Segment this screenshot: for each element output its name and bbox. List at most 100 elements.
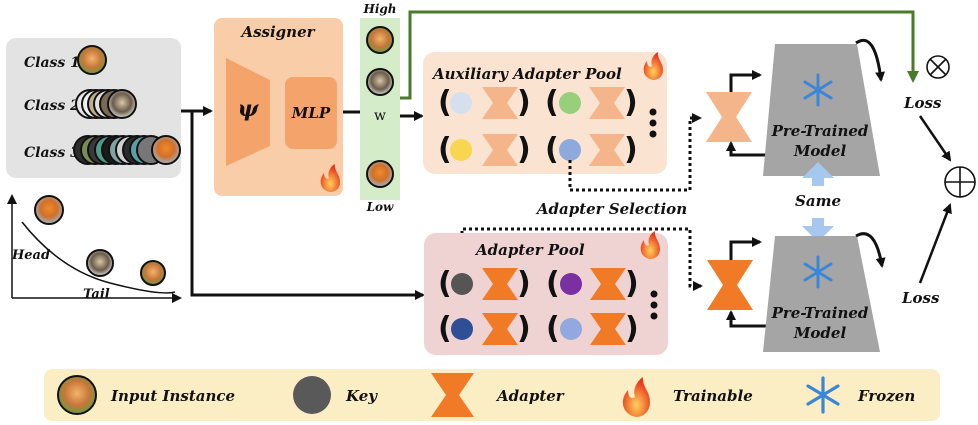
psi-encoder-shape xyxy=(226,58,270,166)
legend-frozen-snowflake-icon xyxy=(806,376,840,414)
pretrained-model-bottom xyxy=(763,236,880,352)
svg-text:): ) xyxy=(625,266,639,301)
svg-text:): ) xyxy=(517,132,531,167)
aux-pool-flame-icon xyxy=(643,52,663,80)
weight-low-instance-image xyxy=(366,160,394,188)
svg-text:(: ( xyxy=(438,132,452,167)
assigner-title: Assigner xyxy=(239,23,315,41)
class-3-label: Class 3 xyxy=(24,145,80,161)
pretrained-model-top xyxy=(763,44,880,176)
pretrained-bottom-line1: Pre-Trained xyxy=(771,304,869,322)
class-1-image xyxy=(77,45,107,75)
mlp-label: MLP xyxy=(291,104,331,122)
legend-adapter-label: Adapter xyxy=(495,387,565,405)
svg-text:): ) xyxy=(624,85,638,120)
adapter-pool-flame-icon xyxy=(640,231,660,259)
svg-text:(: ( xyxy=(438,311,452,346)
class-2-label: Class 2 xyxy=(24,98,80,114)
aux-pool-title: Auxiliary Adapter Pool xyxy=(431,65,622,83)
selected-pool-adapter xyxy=(707,260,753,310)
legend-frozen-label: Frozen xyxy=(857,387,915,405)
mlp-block xyxy=(285,77,337,149)
pool-adapter-entries: ( ) ( ) ( ) ( ) xyxy=(438,266,658,346)
aux-key-2 xyxy=(559,92,581,114)
plus-operator-icon xyxy=(944,166,976,198)
svg-text:): ) xyxy=(517,266,531,301)
class-2-images xyxy=(75,89,137,119)
long-tail-plot xyxy=(6,194,182,303)
model-to-pool-adapter-arrow xyxy=(726,310,778,328)
pool-key-4 xyxy=(560,318,582,340)
head-instance-image xyxy=(34,195,64,225)
loss-top-to-sum-arrow xyxy=(918,115,952,162)
tail-instance-image xyxy=(140,260,166,286)
model-top-to-loss-arrow xyxy=(855,38,886,82)
aux-key-3 xyxy=(450,139,472,161)
svg-text:(: ( xyxy=(545,85,559,120)
pretrained-top-line1: Pre-Trained xyxy=(771,122,869,140)
aux-adapter-4 xyxy=(589,134,625,166)
legend-input-instance-label: Input Instance xyxy=(110,387,235,405)
mid-instance-image xyxy=(86,249,114,277)
weight-low-label: Low xyxy=(366,200,394,214)
same-arrow-up xyxy=(802,162,834,186)
model-bottom-to-loss-arrow xyxy=(855,232,886,268)
pool-key-1 xyxy=(451,273,473,295)
class-1-label: Class 1 xyxy=(24,55,80,71)
weight-high-instance-image xyxy=(366,26,394,54)
weight-high-label: High xyxy=(362,2,396,16)
aux-key-1 xyxy=(450,92,472,114)
aux-adapter-entries: ( ) ( ) ( ) ( ) xyxy=(438,85,657,167)
aux-adapter-3 xyxy=(482,134,518,166)
aux-adapter-to-model-arrow xyxy=(729,70,762,92)
legend-trainable-label: Trainable xyxy=(673,387,753,405)
aux-key-4 xyxy=(559,139,581,161)
aux-adapter-2 xyxy=(589,87,625,119)
pool-adapter-1 xyxy=(482,268,518,300)
class-to-adapter-pool-arrow xyxy=(190,111,425,300)
svg-text:): ) xyxy=(625,311,639,346)
pool-adapter-2 xyxy=(590,268,626,300)
pool-key-3 xyxy=(451,318,473,340)
pretrained-bottom-line2: Model xyxy=(793,324,847,342)
tail-label: Tail xyxy=(83,287,110,302)
aux-selection-dotted-arrow xyxy=(568,113,702,192)
pretrained-top-line2: Model xyxy=(793,142,847,160)
svg-text:(: ( xyxy=(545,132,559,167)
pool-adapter-to-model-arrow xyxy=(729,237,762,260)
loss-top-label: Loss xyxy=(903,94,942,112)
svg-text:(: ( xyxy=(546,311,560,346)
loss-bottom-label: Loss xyxy=(901,289,940,307)
legend-trainable-flame-icon xyxy=(622,377,650,417)
adapter-selection-label: Adapter Selection xyxy=(535,200,687,218)
selected-aux-adapter xyxy=(706,92,752,142)
frozen-snowflake-icon-bottom xyxy=(803,255,833,289)
loss-bottom-to-sum-arrow xyxy=(918,203,952,284)
same-arrow-down xyxy=(802,218,834,242)
svg-text:): ) xyxy=(624,132,638,167)
legend-key-icon xyxy=(293,376,331,414)
model-to-aux-adapter-arrow xyxy=(726,141,778,157)
assigner-trainable-flame-icon xyxy=(320,164,340,192)
psi-symbol: ψ xyxy=(238,96,260,122)
pool-adapter-4 xyxy=(590,313,626,345)
legend-box xyxy=(44,369,940,421)
svg-text:(: ( xyxy=(438,266,452,301)
svg-text:(: ( xyxy=(546,266,560,301)
weight-mid-instance-image xyxy=(366,68,394,96)
svg-text:): ) xyxy=(517,311,531,346)
aux-adapter-1 xyxy=(482,87,518,119)
weight-to-loss-green-arrow xyxy=(400,10,919,100)
legend-input-instance-icon xyxy=(57,375,97,415)
legend-key-label: Key xyxy=(345,387,378,405)
legend-adapter-icon xyxy=(431,373,474,417)
pool-adapter-3 xyxy=(482,313,518,345)
svg-text:): ) xyxy=(517,85,531,120)
svg-text:(: ( xyxy=(438,85,452,120)
frozen-snowflake-icon-top xyxy=(803,73,833,107)
pool-key-2 xyxy=(560,273,582,295)
same-label: Same xyxy=(795,192,841,210)
adapter-pool-title: Adapter Pool xyxy=(474,241,585,259)
